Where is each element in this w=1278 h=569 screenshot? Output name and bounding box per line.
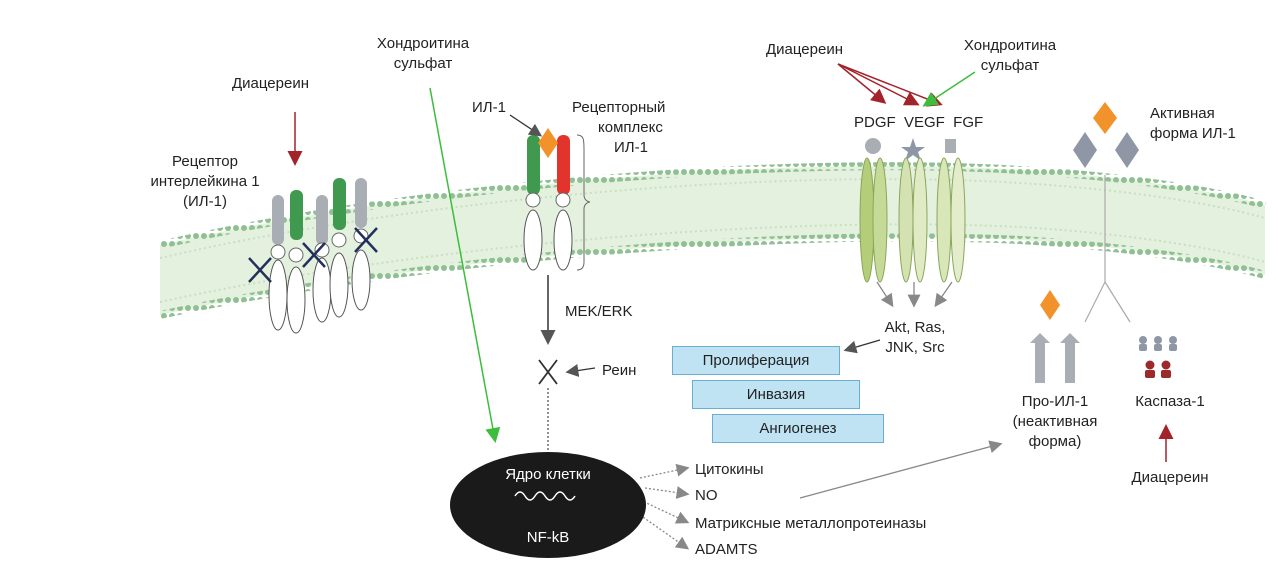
diacerein-label-right: Диацереин	[1110, 468, 1230, 487]
pro-il1-arrow	[800, 444, 1000, 498]
pdgf-receptor	[860, 138, 887, 282]
process-box-angiogenesis: Ангиогенез	[712, 414, 884, 443]
complex-label-2: комплекс	[598, 118, 663, 137]
signaling-label-1: Akt, Ras,	[870, 318, 960, 337]
il1-ligand-icon	[538, 128, 558, 158]
vegf-receptor	[899, 138, 927, 282]
active-il1-form	[1073, 102, 1139, 168]
receptor-label-2: интерлейкина 1	[140, 172, 270, 191]
pro-il1-icon	[1030, 290, 1080, 383]
diacerein-label-left: Диацереин	[232, 74, 309, 93]
output-mmp: Матриксные металлопротеиназы	[695, 514, 926, 533]
active-form-label-2: форма ИЛ-1	[1150, 124, 1236, 143]
chondroitin-label-right-1: Хондроитина	[950, 36, 1070, 55]
mek-erk-label: MEK/ERK	[565, 302, 633, 321]
pro-il1-label-2: (неактивная	[995, 412, 1115, 431]
active-form-label-1: Активная	[1150, 104, 1215, 123]
rein-label: Реин	[602, 361, 636, 380]
chondroitin-label-left-1: Хондроитина	[368, 34, 478, 53]
pro-il1-label-1: Про-ИЛ-1	[995, 392, 1115, 411]
output-cytokines: Цитокины	[695, 460, 764, 479]
output-no: NO	[695, 486, 718, 505]
chondroitin-label-right-2: сульфат	[950, 56, 1070, 75]
signaling-label-2: JNK, Src	[870, 338, 960, 357]
output-adamts: ADAMTS	[695, 540, 758, 559]
complex-label-1: Рецепторный	[572, 98, 665, 117]
il1-pointer-arrow	[510, 115, 540, 135]
growth-factor-receptors	[860, 138, 965, 282]
chondroitin-label-left-2: сульфат	[368, 54, 478, 73]
nucleus-factor: NF-kB	[470, 529, 626, 546]
pro-il1-label-3: форма)	[995, 432, 1115, 451]
fgf-receptor	[937, 139, 965, 282]
caspase-icon	[1139, 336, 1177, 378]
process-box-proliferation: Пролиферация	[672, 346, 840, 375]
caspase-label: Каспаза-1	[1120, 392, 1220, 411]
growth-factor-names: PDGF VEGF FGF	[854, 113, 983, 132]
nucleus-title: Ядро клетки	[470, 466, 626, 483]
rein-arrow	[568, 368, 595, 372]
rein-block-mark	[539, 360, 557, 384]
process-box-invasion: Инвазия	[692, 380, 860, 409]
diacerein-label-top: Диацереин	[766, 40, 843, 59]
receptor-label-3: (ИЛ-1)	[140, 192, 270, 211]
il1-ligand-label: ИЛ-1	[472, 98, 506, 117]
receptor-label-1: Рецептор	[140, 152, 270, 171]
complex-label-3: ИЛ-1	[614, 138, 648, 157]
